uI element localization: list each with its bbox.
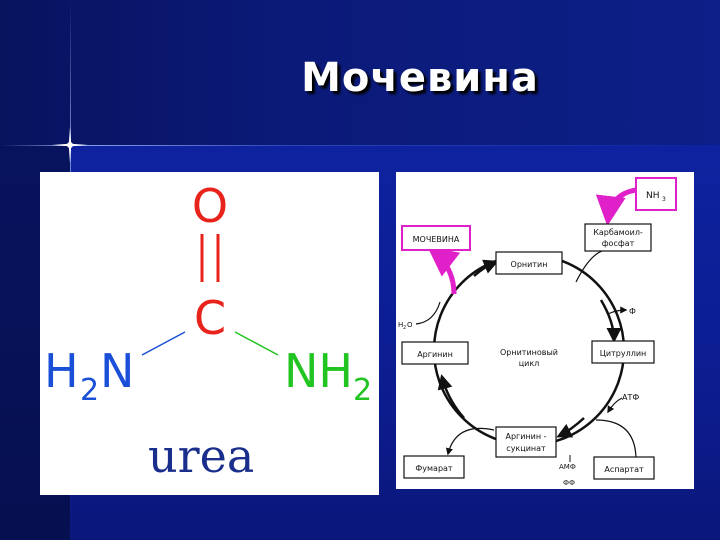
nh3-subscript: 3 xyxy=(662,196,666,203)
nh3-box xyxy=(635,177,677,211)
h2o-entry-arrow xyxy=(415,301,441,325)
ornithine-label: Орнитин xyxy=(511,260,548,269)
urea-box xyxy=(401,225,471,251)
left-amine-subscript: 2 xyxy=(80,373,99,408)
left-amine-h: H xyxy=(44,344,79,398)
urea-structure-diagram: O C H 2 N NH 2 urea xyxy=(44,179,372,483)
decorative-horizontal-line xyxy=(0,145,720,146)
h2o-o: O xyxy=(407,321,413,329)
oxygen-atom: O xyxy=(192,179,228,233)
slide-background-top xyxy=(0,0,720,145)
ornithine-cycle-diagram: NH 3 Карбамоил- фосфат МОЧЕВИНА Орнитин … xyxy=(398,177,677,487)
bond-c-left-n xyxy=(141,331,186,356)
urea-highlight-arrow xyxy=(427,246,461,295)
ornithine-box xyxy=(495,251,563,275)
bond-c-right-n xyxy=(234,331,279,356)
arrow-to-arginine xyxy=(437,374,465,419)
arginine-box xyxy=(401,341,469,365)
left-amine-n: N xyxy=(100,344,134,398)
sparkle-icon xyxy=(52,127,88,163)
urea-structure-panel: O C H 2 N NH 2 urea xyxy=(40,172,379,495)
amp-label: АМФ xyxy=(559,463,576,471)
h2o-subscript: 2 xyxy=(403,325,406,331)
phosphate-release-arrow xyxy=(607,306,628,315)
ornithine-cycle-panel: NH 3 Карбамоил- фосфат МОЧЕВИНА Орнитин … xyxy=(396,172,694,489)
cycle-center-line2: цикл xyxy=(519,359,540,368)
fumarate-release-arrow xyxy=(445,427,495,456)
aspartate-box xyxy=(593,456,655,480)
phosphate-label: Ф xyxy=(629,307,636,316)
arrow-to-ornithine xyxy=(473,259,499,277)
slide-title: Мочевина xyxy=(301,55,539,101)
citrulline-label: Цитруллин xyxy=(600,349,647,358)
right-amine-subscript: 2 xyxy=(353,373,372,408)
carbamoyl-line1: Карбамоил- xyxy=(593,228,643,237)
fumarate-box xyxy=(403,455,465,479)
argininosuccinate-box xyxy=(495,426,557,458)
argsucc-line1: Аргинин - xyxy=(505,432,546,441)
carbon-atom: C xyxy=(194,291,226,345)
arrow-to-citrulline xyxy=(599,299,622,343)
pp-label: ФФ xyxy=(563,479,575,487)
atp-entry-arrow xyxy=(607,397,623,414)
aspartate-entry-arrow xyxy=(595,419,637,461)
nh3-label: NH xyxy=(646,191,660,201)
nh3-highlight-arrow xyxy=(595,187,637,226)
aspartate-label: Аспартат xyxy=(604,465,644,474)
citrulline-box xyxy=(591,340,655,364)
arrow-to-argsucc xyxy=(556,417,585,438)
carbamoyl-phosphate-box xyxy=(584,223,652,252)
argsucc-line2: сукцинат xyxy=(506,444,546,453)
urea-caption: urea xyxy=(148,429,254,483)
h2o-h: H xyxy=(398,321,403,329)
cycle-center-line1: Орнитиновый xyxy=(500,348,558,357)
urea-label: МОЧЕВИНА xyxy=(413,235,460,244)
arginine-label: Аргинин xyxy=(417,350,453,359)
right-amine-nh: NH xyxy=(284,344,353,398)
carbamoyl-line2: фосфат xyxy=(602,239,635,248)
atp-label: АТФ xyxy=(622,393,639,402)
fumarate-label: Фумарат xyxy=(415,464,453,473)
